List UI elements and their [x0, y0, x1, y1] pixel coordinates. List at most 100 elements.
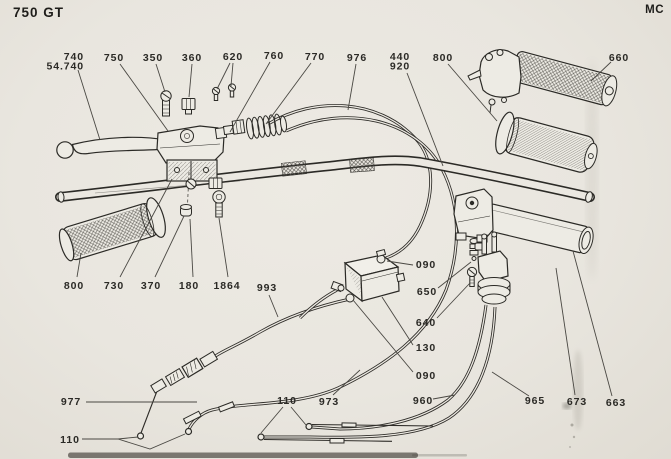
part-label-180: 180: [179, 218, 199, 292]
part-label-973: 973: [319, 369, 361, 408]
leader-line-650: [437, 261, 472, 289]
part-label-1864: 1864: [214, 217, 241, 292]
leader-line-973: [332, 369, 361, 396]
part-label-130: 130: [381, 296, 436, 354]
part-number-440: 440: [390, 51, 410, 63]
part-number-750: 750: [104, 52, 124, 64]
bolt-1864: [212, 190, 226, 218]
part-label-360: 360: [182, 52, 201, 98]
control-cables: [136, 103, 497, 444]
leader-line-760: [229, 61, 271, 133]
part-number-660: 660: [609, 52, 629, 64]
part-label-750: 750: [104, 52, 169, 132]
leader-line-620: [230, 62, 234, 87]
part-number-965: 965: [525, 395, 545, 407]
leader-line-740: [77, 69, 101, 141]
leader-line-965: [491, 371, 530, 397]
part-label-090-top: 090: [386, 259, 436, 271]
lever-ball-end: [56, 141, 74, 159]
leader-line-993: [268, 294, 279, 318]
leader-line-360: [188, 63, 193, 98]
part-number-1864: 1864: [214, 280, 241, 292]
leader-line-110-left: [117, 433, 186, 450]
clutch-cable-adjuster: [150, 350, 219, 394]
part-number-130: 130: [416, 342, 436, 354]
part-number-440-line2: 920: [390, 61, 410, 73]
part-number-180: 180: [179, 280, 199, 292]
leader-line-730: [119, 178, 173, 278]
leader-line-620: [216, 62, 231, 90]
leader-line-800-left: [76, 252, 82, 278]
part-number-800-right: 800: [433, 52, 453, 64]
leader-line-440: [406, 72, 444, 167]
part-label-350: 350: [143, 52, 166, 93]
leader-line-663: [572, 250, 613, 397]
part-label-993: 993: [257, 282, 279, 318]
part-label-660: 660: [590, 52, 629, 82]
part-number-370: 370: [141, 280, 161, 292]
nut-360: [181, 98, 196, 115]
brake-lever-assembly: [56, 125, 228, 206]
adjuster-090-bottom: [345, 293, 355, 303]
part-number-620: 620: [223, 51, 243, 63]
part-label-730: 730: [104, 178, 173, 292]
part-label-370: 370: [141, 215, 185, 292]
leader-line-350: [155, 63, 166, 93]
part-label-110-left: 110: [60, 433, 186, 450]
handlebar: [55, 155, 595, 203]
screws-620: [211, 83, 237, 101]
part-label-770: 770: [265, 51, 325, 125]
leader-line-130: [381, 296, 414, 346]
part-label-620: 620: [216, 51, 243, 90]
leader-line-750: [119, 63, 169, 132]
corner-mark: MC: [645, 4, 664, 16]
leader-line-976: [347, 63, 357, 111]
screw-350: [160, 90, 172, 117]
part-label-977: 977: [61, 396, 197, 408]
part-number-976: 976: [347, 52, 367, 64]
part-label-965: 965: [491, 371, 545, 407]
leader-line-110-left: [82, 436, 139, 440]
leader-line-660: [590, 61, 612, 82]
part-number-673: 673: [567, 396, 587, 408]
part-number-973: 973: [319, 396, 339, 408]
part-label-760: 760: [229, 50, 283, 133]
leader-line-110-right: [260, 406, 284, 434]
part-label-650: 650: [417, 261, 472, 298]
screw-under-clamp: [185, 178, 197, 190]
leader-line-960: [432, 394, 456, 400]
part-number-090-top: 090: [416, 259, 436, 271]
part-number-730: 730: [104, 280, 124, 292]
part-number-977: 977: [61, 396, 81, 408]
part-label-640: 640: [416, 282, 471, 329]
page-title: 750 GT: [13, 5, 65, 20]
leader-line-090-top: [386, 260, 414, 266]
part-number-090-bottom: 090: [416, 370, 436, 382]
bar-knurl-right: [349, 157, 375, 173]
throttle-twist-assembly: [453, 188, 594, 305]
part-number-110-left: 110: [60, 434, 80, 446]
throttle-cable-block: [477, 250, 509, 283]
part-number-350: 350: [143, 52, 163, 64]
part-number-110-right: 110: [277, 395, 297, 407]
leader-line-770: [265, 62, 312, 125]
throttle-housing-top: [467, 49, 618, 114]
part-number-770: 770: [305, 51, 325, 63]
part-number-960: 960: [413, 395, 433, 407]
part-number-800-left: 800: [64, 280, 84, 292]
part-number-663: 663: [606, 397, 626, 409]
part-label-800-left: 800: [64, 252, 84, 292]
nut-above-1864: [208, 177, 223, 189]
part-label-663: 663: [572, 250, 626, 409]
part-number-650: 650: [417, 286, 437, 298]
leader-line-640: [436, 282, 471, 319]
leader-line-673: [555, 267, 576, 396]
page-edge-shadow: [68, 452, 467, 458]
cable-junction-box: [330, 248, 406, 303]
leader-line-800-right: [447, 63, 498, 122]
part-label-960: 960: [413, 394, 456, 407]
